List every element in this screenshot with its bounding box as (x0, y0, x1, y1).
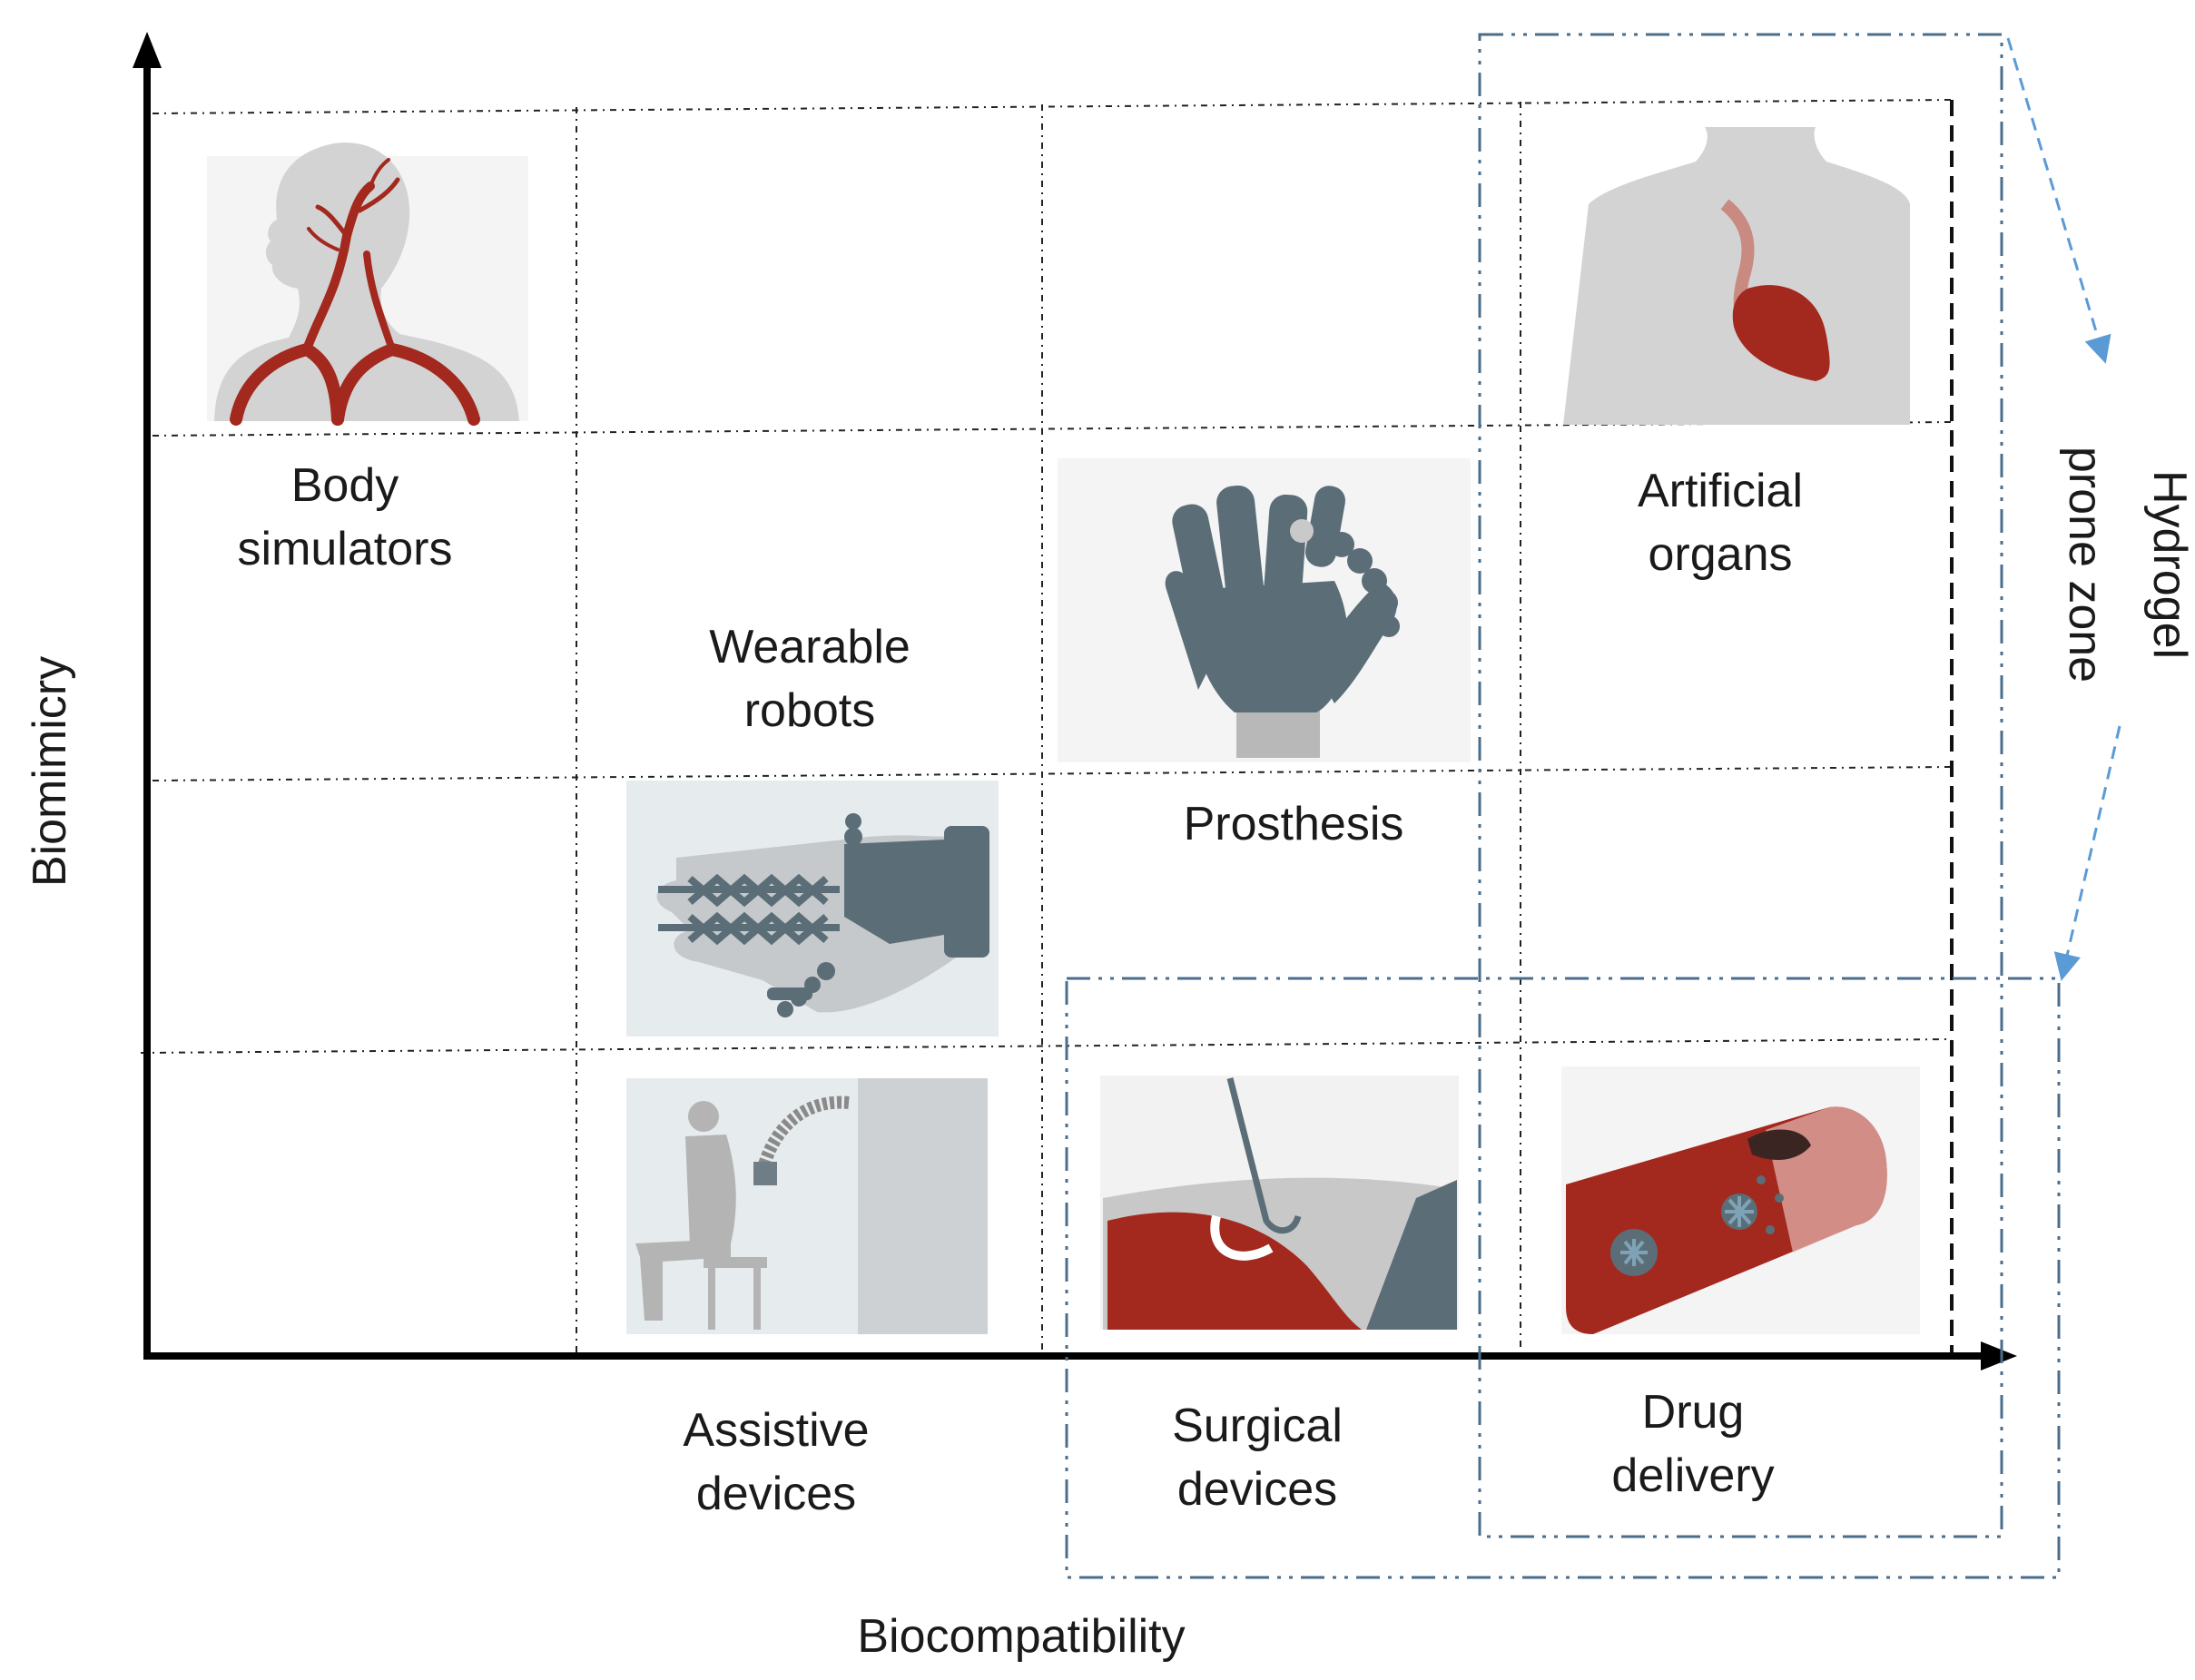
assistive-devices-line2: devices (696, 1468, 856, 1520)
artificial-organs-line1: Artificial (1638, 465, 1803, 517)
drug-delivery-line1: Drug (1642, 1386, 1745, 1439)
y-axis-arrowhead (133, 32, 162, 68)
seated-person-device-icon (626, 1078, 988, 1334)
body-simulators-line2: simulators (238, 523, 453, 575)
surgical-probe-icon (1100, 1076, 1459, 1330)
body-simulators-label: Body simulators (238, 459, 453, 575)
torso-heart-icon (1563, 127, 1910, 425)
prosthesis-label: Prosthesis (1184, 798, 1404, 850)
wearable-robots-label: Wearable robots (709, 621, 910, 737)
artificial-organs-line2: organs (1649, 528, 1793, 581)
y-axis-label: Biomimicry (24, 656, 76, 887)
surgical-devices-line1: Surgical (1172, 1400, 1343, 1452)
zone-horizontal-box (1065, 977, 2061, 1579)
zone-arrow-bottom (2053, 725, 2121, 981)
x-axis-arrowhead (1981, 1341, 2017, 1371)
hydrogel-zone-label: Hydrogel prone zone (2059, 447, 2195, 683)
surgical-devices-line2: devices (1177, 1463, 1337, 1516)
prosthetic-hand-icon (1058, 458, 1471, 762)
zone-arrow-top (2006, 37, 2111, 364)
body-simulators-line1: Body (291, 459, 399, 512)
assistive-devices-line1: Assistive (683, 1404, 869, 1457)
surgical-devices-label: Surgical devices (1172, 1400, 1343, 1516)
blood-vessel-particles-icon (1561, 1066, 1920, 1334)
zone-arrows (2006, 37, 2121, 981)
wearable-robots-line1: Wearable (709, 621, 910, 673)
head-vessels-icon (207, 142, 528, 426)
zone-label-line2: prone zone (2059, 447, 2111, 683)
exoskeleton-glove-icon (626, 781, 999, 1036)
drug-delivery-label: Drug delivery (1611, 1386, 1774, 1502)
x-axis-label: Biocompatibility (857, 1610, 1185, 1663)
assistive-devices-label: Assistive devices (683, 1404, 869, 1520)
zone-label-line1: Hydrogel (2143, 470, 2195, 659)
wearable-robots-line2: robots (744, 684, 876, 737)
hydrogel-zone (1065, 33, 2061, 1579)
zone-vertical-box (1478, 33, 2003, 1538)
artificial-organs-label: Artificial organs (1638, 465, 1803, 581)
axes (133, 32, 2017, 1371)
drug-delivery-line2: delivery (1611, 1449, 1774, 1502)
